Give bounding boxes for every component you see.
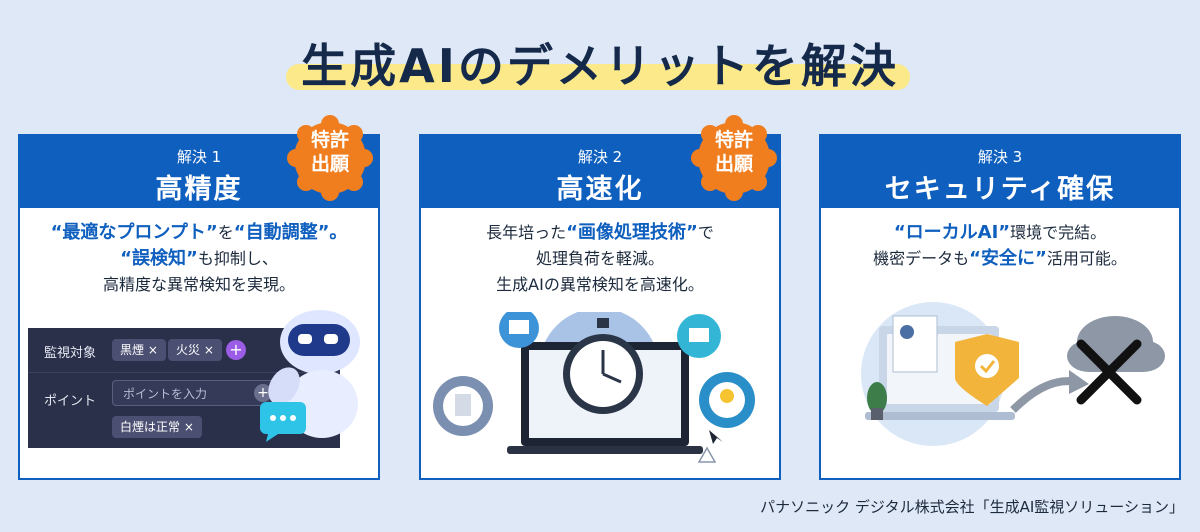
- badge-line-1: 特許: [714, 129, 753, 151]
- stopwatch-icon: [563, 318, 643, 414]
- highlight-text: “誤検知”: [120, 248, 198, 269]
- card-name: セキュリティ確保: [884, 174, 1116, 205]
- body-text: 機密データも: [873, 249, 970, 268]
- add-tag-icon[interactable]: +: [226, 340, 246, 360]
- badge-text: 特許 出願: [690, 128, 778, 176]
- body-text: 生成AIの異常検知を高速化。: [496, 275, 704, 294]
- card-name: 高精度: [155, 174, 243, 205]
- highlight-text: “最適なプロンプト”: [50, 222, 218, 243]
- badge-line-2: 出願: [310, 153, 349, 175]
- patent-pending-badge: 特許 出願: [690, 114, 778, 202]
- highlight-text: “ローカルAI”: [893, 222, 1011, 243]
- card-number: 解決 2: [577, 148, 623, 166]
- badge-shape-icon: [691, 115, 777, 201]
- lightbulb-gear-icon: [699, 372, 755, 428]
- patent-pending-badge: 特許 出願: [286, 114, 374, 202]
- card-number: 解決 1: [176, 148, 222, 166]
- highlight-text: “安全に”: [969, 248, 1047, 269]
- laptop-stopwatch-gears-illustration: [433, 312, 755, 463]
- body-text: 高精度な異常検知を実現。: [102, 275, 295, 294]
- description-line: 長年培った“画像処理技術”で: [421, 220, 779, 246]
- card-number: 解決 3: [977, 148, 1023, 166]
- mail-gear-icon-left: [499, 312, 539, 348]
- body-text: 処理負荷を軽減。: [535, 249, 664, 268]
- tag-black-smoke[interactable]: 黒煙 ×: [112, 339, 166, 361]
- card-solution-2: 解決 2 高速化 長年培った“画像処理技術”で処理負荷を軽減。生成AIの異常検知…: [419, 134, 781, 480]
- title-area: 生成AIのデメリットを解決: [0, 26, 1200, 96]
- badge-shape-icon: [287, 115, 373, 201]
- point-input[interactable]: ポイントを入力: [112, 380, 282, 406]
- triangle-icon: [697, 446, 717, 463]
- cursor-icon: [709, 430, 723, 444]
- card-description: 長年培った“画像処理技術”で処理負荷を軽減。生成AIの異常検知を高速化。: [421, 220, 779, 298]
- description-line: 生成AIの異常検知を高速化。: [421, 272, 779, 298]
- description-line: “最適なプロンプト”を“自動調整”。: [20, 220, 378, 246]
- body-text: 長年培った: [486, 223, 567, 242]
- body-text: で: [697, 223, 714, 242]
- body-text: 環境で完結。: [1010, 223, 1107, 242]
- point-label: ポイント: [44, 394, 97, 409]
- plant-icon: [867, 382, 887, 420]
- body-text: 活用可能。: [1046, 249, 1127, 268]
- badge-line-1: 特許: [310, 129, 349, 151]
- monitor-target-label: 監視対象: [44, 346, 97, 361]
- robot-mascot-icon: [268, 310, 360, 438]
- highlight-text: “画像処理技術”: [566, 222, 698, 243]
- local-ai-security-illustration: [861, 302, 1165, 446]
- card-name: 高速化: [556, 174, 644, 205]
- tag-white-smoke-normal[interactable]: 白煙は正常 ×: [112, 416, 202, 438]
- body-text: を: [217, 223, 234, 242]
- highlight-text: “自動調整”。: [233, 222, 348, 243]
- body-text: も抑制し、: [197, 249, 278, 268]
- shield-icon: [955, 334, 1019, 406]
- card-solution-3: 解決 3 セキュリティ確保 “ローカルAI”環境で完結。機密データも“安全に”活…: [819, 134, 1181, 480]
- arrow-icon: [1010, 377, 1078, 413]
- description-line: “誤検知”も抑制し、: [20, 246, 378, 272]
- monitor-target-row: 監視対象 黒煙 × 火災 × +: [28, 328, 340, 373]
- tag-fire[interactable]: 火災 ×: [168, 339, 222, 361]
- document-gear-icon: [433, 376, 493, 436]
- mail-gear-icon-right: [677, 314, 721, 358]
- badge-text: 特許 出願: [286, 128, 374, 176]
- description-line: 高精度な異常検知を実現。: [20, 272, 378, 298]
- description-line: “ローカルAI”環境で完結。: [821, 220, 1179, 246]
- card-description: “ローカルAI”環境で完結。機密データも“安全に”活用可能。: [821, 220, 1179, 272]
- description-line: 処理負荷を軽減。: [421, 246, 779, 272]
- document-icon: [892, 315, 938, 373]
- badge-line-2: 出願: [714, 153, 753, 175]
- description-line: 機密データも“安全に”活用可能。: [821, 246, 1179, 272]
- card-header: 解決 3 セキュリティ確保: [821, 136, 1179, 208]
- chat-bubble-icon: [260, 402, 306, 442]
- title-highlight: [286, 64, 910, 90]
- source-credit: パナソニック デジタル株式会社「生成AI監視ソリューション」: [760, 498, 1184, 516]
- cross-icon: [1076, 339, 1142, 405]
- add-point-icon[interactable]: +: [254, 384, 272, 402]
- page-title: 生成AIのデメリットを解決: [301, 39, 899, 93]
- card-description: “最適なプロンプト”を“自動調整”。“誤検知”も抑制し、高精度な異常検知を実現。: [20, 220, 378, 298]
